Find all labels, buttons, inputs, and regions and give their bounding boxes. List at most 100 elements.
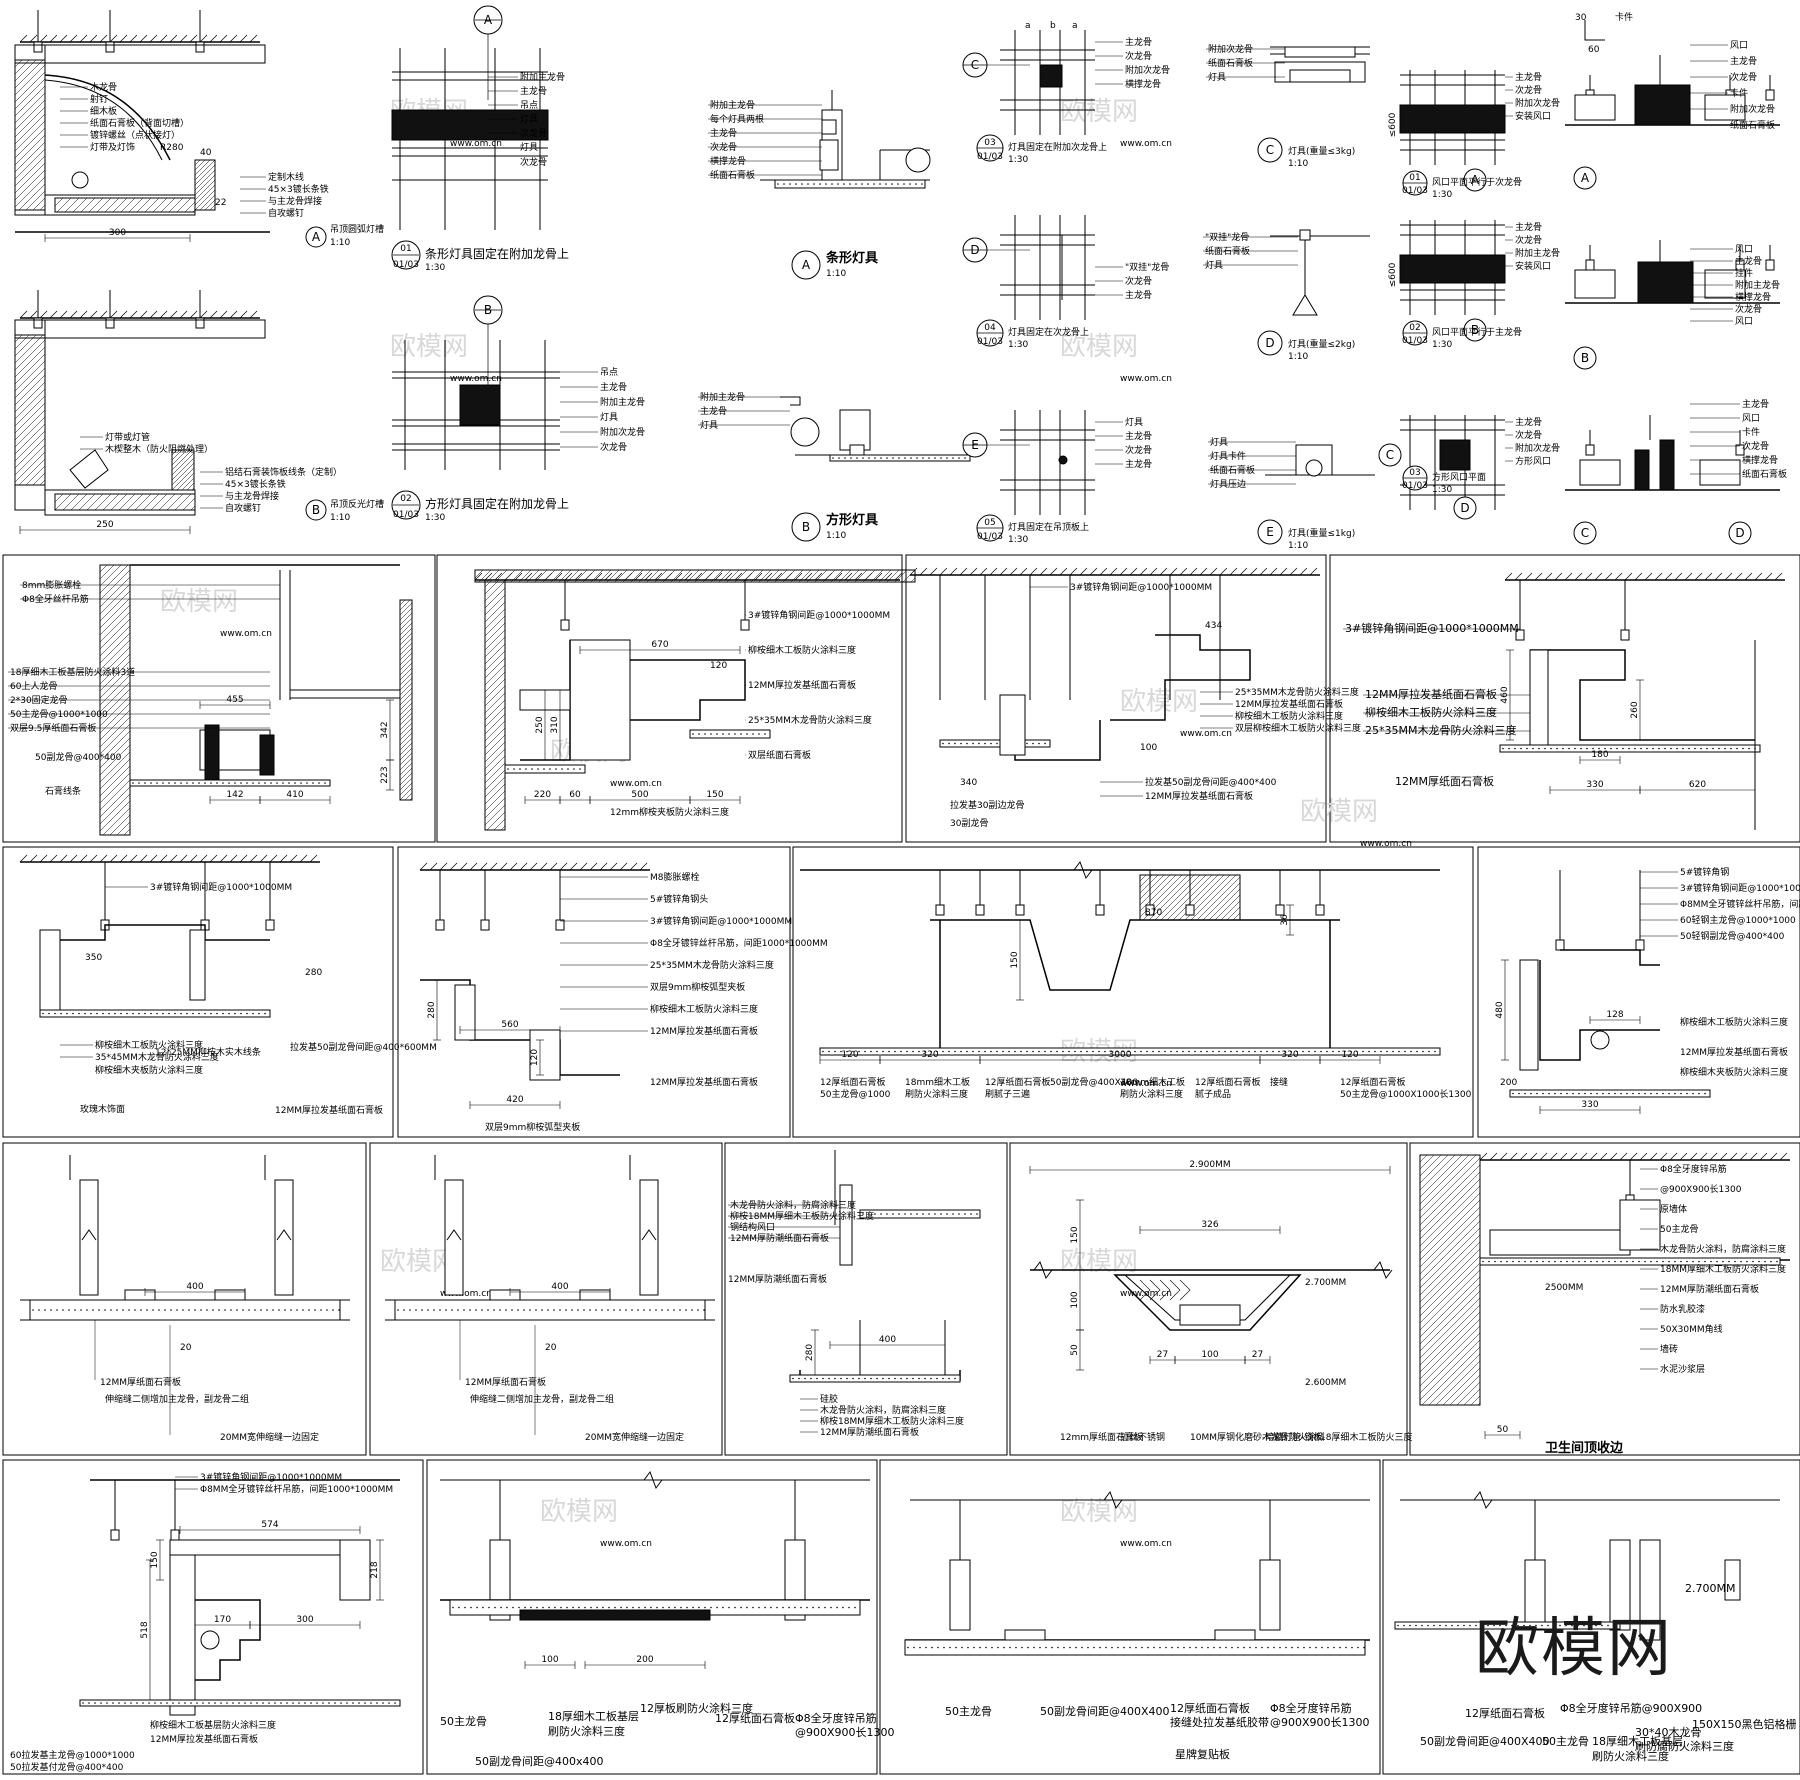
line (884, 572, 893, 581)
board-dot (250, 1702, 252, 1704)
top-section: 欧模网www.om.cn欧模网www.om.cn欧模网www.om.cn欧模网w… (390, 97, 1172, 384)
callout-label: 纸面石膏板 (1730, 119, 1775, 131)
board-dot (1634, 747, 1636, 750)
callout-label: 灯具压边 (1210, 479, 1246, 490)
board-dot (789, 183, 791, 185)
board-dot (346, 1702, 348, 1704)
callout-label: 主龙骨 (1125, 289, 1152, 301)
line (79, 310, 88, 319)
line (139, 310, 148, 319)
board-dot (1123, 1646, 1125, 1649)
board-dot (338, 1309, 340, 1311)
board-dot (1680, 1092, 1682, 1095)
line (15, 395, 45, 427)
board-dot (752, 1606, 754, 1609)
callout-label: 18MM厚细木工板防火涂料三度 (1660, 1263, 1786, 1275)
board-dot (1560, 1092, 1562, 1095)
board-dot (1261, 1646, 1263, 1649)
callout-label: 12MM厚拉发基纸面石膏板 (1680, 1046, 1788, 1058)
line (15, 335, 37, 357)
board-dot (1520, 747, 1522, 750)
callout-label: 3#镀锌角钢间距@1000*1000MM (200, 1471, 342, 1483)
callout-label: 50主龙骨 (945, 1705, 992, 1718)
callout-label: 50主龙骨 (440, 1715, 487, 1728)
rect (265, 919, 275, 931)
line (684, 572, 693, 581)
board-dot (1511, 1624, 1513, 1627)
board-dot (1589, 1624, 1591, 1627)
board-dot (904, 457, 906, 459)
board-dot (934, 1213, 936, 1215)
path (1103, 1490, 1123, 1510)
board-dot (1620, 1092, 1622, 1095)
board-dot (142, 1702, 144, 1704)
board-dot (764, 1606, 766, 1609)
path (780, 396, 801, 406)
rect (792, 846, 1474, 1138)
board-dot (1243, 1646, 1245, 1649)
board-dot (990, 742, 992, 745)
line (485, 769, 505, 791)
board-dot (1614, 1260, 1616, 1263)
line (1172, 875, 1219, 920)
line (1519, 1152, 1528, 1161)
callout-label: 50副龙骨间距@400X400 (1040, 1705, 1170, 1718)
board-dot (589, 1309, 591, 1311)
line (195, 184, 215, 206)
r5-panel-1: 3#镀锌角钢间距@1000*1000MMΦ8MM全牙镀锌丝杆吊筋，间距1000*… (10, 1471, 401, 1773)
dimension: 20 (180, 1343, 192, 1353)
circle (790, 417, 820, 447)
callout-label: 12MM厚拉发基纸面石膏板 (1145, 790, 1253, 802)
board-dot (834, 1377, 836, 1380)
board-dot (1554, 1260, 1556, 1263)
callout-label: 35*45MM木龙骨防火涂料三度 (95, 1051, 219, 1063)
line (199, 194, 215, 210)
board-dot (1686, 1092, 1688, 1095)
circle (1573, 166, 1597, 190)
board-dot (318, 782, 320, 784)
board-dot (162, 1012, 164, 1015)
rect (949, 1559, 971, 1631)
board-dot (928, 1213, 930, 1215)
board-dot (1008, 1050, 1010, 1053)
callout-label: 灯具 (520, 114, 538, 125)
callout-label: 横撑龙骨 (1742, 454, 1778, 466)
line (119, 854, 128, 863)
line (309, 854, 318, 863)
callout-label: 铝结石膏装饰板线条（定制） (225, 466, 342, 478)
line (1539, 1152, 1548, 1161)
line (910, 577, 915, 582)
line (400, 712, 412, 726)
callout-label: 主龙骨 (1735, 255, 1762, 267)
callout-label: 柳桉细木工板防火涂料三度 (1235, 710, 1343, 722)
path (630, 659, 746, 721)
callout-label: 12MM厚防潮纸面石膏板 (820, 1426, 919, 1438)
line (179, 34, 188, 43)
rect (169, 1554, 196, 1716)
board-dot (1556, 747, 1558, 750)
board-dot (885, 183, 887, 185)
callout-label: 钢结构风口 (730, 1221, 775, 1233)
callout-label: 灯具卡件 (1210, 450, 1246, 462)
line (794, 572, 803, 581)
board-dot (891, 183, 893, 185)
dimension: 22 (215, 198, 226, 208)
callout-label: 双层9.5厚纸面石膏板 (10, 722, 96, 734)
rect (474, 569, 916, 583)
board-dot (1608, 1260, 1610, 1263)
board-dot (764, 733, 766, 735)
line (289, 854, 298, 863)
line (1202, 882, 1240, 920)
callout-label: 12MM厚防潮纸面石膏板 (730, 1232, 829, 1244)
board-dot (1363, 1646, 1365, 1649)
line (55, 494, 64, 503)
rect (935, 904, 945, 916)
board-dot (1535, 1624, 1537, 1627)
line (55, 494, 72, 510)
detail-ref: 01/03 (977, 532, 1003, 542)
line (1554, 572, 1563, 581)
board-dot (228, 1012, 230, 1015)
path (1539, 960, 1660, 1061)
board-dot (1302, 1050, 1304, 1053)
